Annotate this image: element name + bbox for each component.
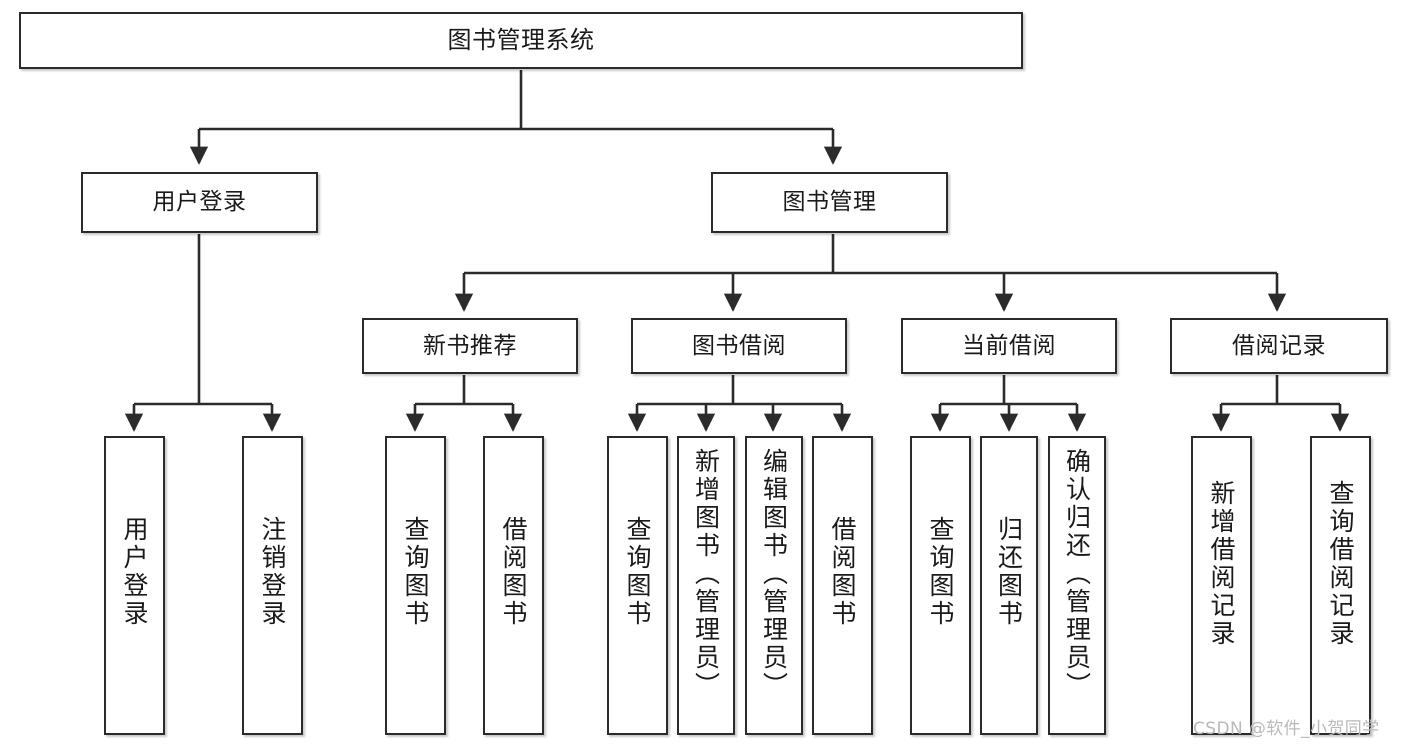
node-user-login[interactable]: 用户登录 (81, 172, 318, 233)
node-new-book-recommend[interactable]: 新书推荐 (362, 318, 578, 374)
csdn-watermark: CSDN @软件_小贺同学 (1193, 719, 1380, 739)
leaf-query-borrow-record[interactable]: 查询借阅记录 (1310, 436, 1371, 735)
leaf-logout-login[interactable]: 注销登录 (242, 436, 303, 735)
node-label: 新书推荐 (423, 332, 517, 359)
node-label: 查询图书 (623, 516, 652, 628)
node-label: 借阅图书 (828, 516, 857, 628)
node-label: 用户登录 (152, 189, 247, 216)
node-label: 图书借阅 (692, 332, 786, 359)
leaf-query-book-recommend[interactable]: 查询图书 (385, 436, 446, 735)
node-label: 新增借阅记录 (1207, 480, 1236, 648)
node-label: 当前借阅 (962, 332, 1056, 359)
leaf-borrow-book-borrow[interactable]: 借阅图书 (812, 436, 873, 735)
node-book-management[interactable]: 图书管理 (711, 172, 948, 233)
node-label: 图书管理 (782, 189, 877, 216)
node-label: 查询图书 (401, 516, 430, 628)
node-label: 用户登录 (120, 516, 149, 628)
node-current-borrow[interactable]: 当前借阅 (901, 318, 1117, 374)
leaf-user-login[interactable]: 用户登录 (104, 436, 165, 735)
leaf-add-borrow-record[interactable]: 新增借阅记录 (1191, 436, 1252, 735)
node-label: 编辑图书（管理员） (759, 448, 789, 700)
leaf-query-book-current[interactable]: 查询图书 (910, 436, 971, 735)
node-borrow-record[interactable]: 借阅记录 (1170, 318, 1388, 374)
node-label: 借阅图书 (499, 516, 528, 628)
leaf-add-book-admin[interactable]: 新增图书（管理员） (677, 436, 735, 735)
node-label: 归还图书 (994, 516, 1024, 628)
leaf-borrow-book-recommend[interactable]: 借阅图书 (483, 436, 544, 735)
node-book-management-system[interactable]: 图书管理系统 (19, 12, 1023, 69)
leaf-return-book[interactable]: 归还图书 (980, 436, 1038, 735)
leaf-confirm-return-admin[interactable]: 确认归还（管理员） (1048, 436, 1106, 735)
leaf-edit-book-admin[interactable]: 编辑图书（管理员） (745, 436, 803, 735)
node-label: 新增图书（管理员） (691, 448, 721, 700)
node-label: 查询图书 (926, 516, 955, 628)
node-book-borrow[interactable]: 图书借阅 (631, 318, 847, 374)
leaf-query-book-borrow[interactable]: 查询图书 (607, 436, 668, 735)
node-label: 确认归还（管理员） (1062, 448, 1092, 700)
node-label: 借阅记录 (1232, 332, 1326, 359)
node-label: 图书管理系统 (447, 25, 595, 54)
node-label: 注销登录 (258, 516, 287, 628)
node-label: 查询借阅记录 (1326, 480, 1355, 648)
